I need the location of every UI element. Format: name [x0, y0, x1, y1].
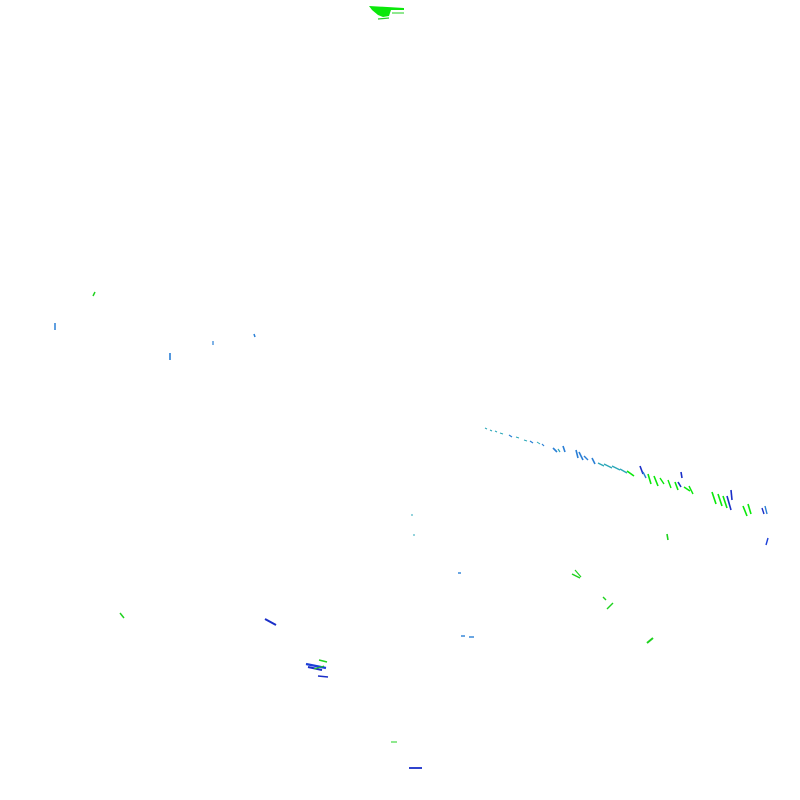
green-dash [571, 573, 581, 579]
trail-fragment [711, 491, 717, 505]
trail-fragment [523, 439, 528, 442]
trail-fragment [597, 462, 605, 467]
blue-stroke-left [264, 618, 277, 626]
trail-fragment [761, 507, 765, 515]
green-dash-3 [602, 596, 607, 601]
trail-fragment [677, 481, 682, 488]
trail-fragment [499, 432, 504, 435]
trail-fragment [659, 477, 665, 485]
top-green-cluster [369, 6, 404, 20]
trail-fragment [603, 463, 613, 469]
trail-fragment [515, 436, 520, 439]
trail-fragment [647, 473, 652, 485]
green-stroke-right [646, 637, 654, 644]
trail-fragment [688, 485, 694, 495]
trail-fragment [722, 495, 728, 509]
left-fragments [54, 291, 256, 360]
trail-fragment [557, 448, 561, 453]
cluster-blue-3 [317, 675, 329, 678]
green-dash-4 [606, 602, 614, 610]
green-dash-2 [574, 569, 582, 578]
trail-fragment [726, 495, 732, 511]
bottom-left-cluster [305, 659, 329, 678]
trail-fragment [667, 479, 672, 489]
trail-fragment [529, 440, 534, 444]
blue-tick-right [765, 537, 769, 546]
trail-fragment [494, 430, 498, 433]
trail-fragment [552, 447, 558, 453]
trail-fragment [583, 455, 589, 461]
lower-fragments [119, 514, 769, 769]
trail-fragment [489, 429, 493, 432]
trail-fragment [619, 468, 628, 474]
trail-fragment [508, 434, 513, 438]
trail-fragment [541, 443, 545, 447]
trail-fragment [639, 465, 644, 475]
trail-fragment [764, 505, 768, 515]
trail-fragment [626, 470, 635, 477]
trail-fragment [683, 486, 691, 492]
trail-fragment [562, 445, 566, 453]
trail-fragment [642, 471, 647, 479]
trail-fragment [680, 471, 683, 479]
trail-fragment [742, 505, 748, 517]
top-green-patch [369, 6, 404, 17]
mid-blue-tick [253, 333, 256, 338]
left-green-tick [92, 291, 96, 297]
trail-fragment [484, 427, 488, 430]
trail-fragment [674, 481, 679, 491]
trail-fragment [578, 451, 584, 461]
cluster-blue-1 [305, 662, 327, 670]
cluster-green-2 [313, 665, 325, 670]
diagonal-fragment-trail [484, 427, 768, 517]
green-tick-right [666, 533, 669, 541]
trail-fragment [575, 449, 579, 459]
trail-fragment [536, 441, 541, 445]
trail-fragment [591, 457, 596, 465]
cluster-green-1 [318, 659, 328, 663]
trail-fragment [717, 493, 723, 507]
top-green-stroke [377, 17, 390, 20]
trail-fragment [730, 489, 733, 501]
green-dash-left [119, 612, 125, 619]
trail-fragment [653, 475, 659, 487]
trail-fragment [747, 503, 752, 515]
trail-fragment [611, 465, 621, 471]
